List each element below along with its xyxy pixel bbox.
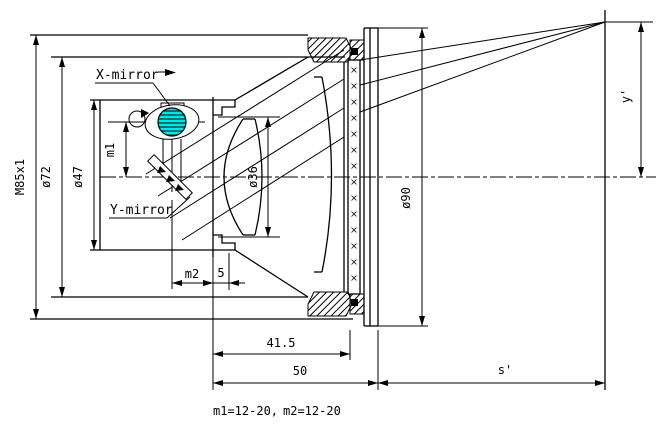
y-mirror-tick-icon bbox=[157, 166, 166, 173]
dimension-d72: ø72 bbox=[39, 57, 65, 297]
retaining-ring-top bbox=[307, 37, 353, 63]
x-mirror-label: X-mirror bbox=[96, 68, 159, 83]
y-mirror-tick-icon bbox=[166, 175, 175, 182]
y-mirror-label: Y-mirror bbox=[110, 203, 173, 218]
beam-direction-arrow-icon bbox=[165, 69, 176, 76]
note-mirror-distances: m1=12-20, m2=12-20 bbox=[213, 404, 341, 418]
dimension-d47: ø47 bbox=[71, 100, 97, 250]
x-mirror-assembly bbox=[128, 102, 200, 140]
dim-label-41-5: 41.5 bbox=[267, 336, 296, 350]
y-mirror-assembly bbox=[147, 154, 193, 200]
glass-hatch-marks bbox=[351, 67, 357, 281]
lens-element-1 bbox=[223, 118, 263, 236]
lens-element-2 bbox=[314, 62, 345, 292]
o-ring-top bbox=[351, 48, 358, 55]
dim-label-y-prime: y' bbox=[619, 89, 633, 103]
dimension-s-prime: s' bbox=[378, 363, 605, 386]
mounting-flange bbox=[307, 27, 379, 327]
dim-label-m85x1: M85x1 bbox=[13, 159, 27, 195]
dimension-d90: ø90 bbox=[378, 27, 428, 327]
rotation-arrowhead-icon bbox=[141, 109, 149, 118]
dimension-m1: m1 bbox=[103, 122, 129, 177]
o-ring-bottom bbox=[351, 299, 358, 306]
dimension-d36: ø36 bbox=[218, 116, 280, 238]
barrel-outline bbox=[30, 34, 353, 320]
dimension-50: 50 bbox=[213, 330, 379, 390]
x-mirror-face bbox=[157, 107, 187, 137]
x-mirror-callout: X-mirror bbox=[95, 68, 176, 107]
note-m2: m2=12-20 bbox=[283, 404, 341, 418]
dim-label-5: 5 bbox=[217, 266, 224, 280]
x-mirror-hatch bbox=[158, 110, 186, 136]
scan-head-box bbox=[90, 97, 236, 257]
dim-label-m2: m2 bbox=[185, 267, 199, 281]
dim-label-s-prime: s' bbox=[498, 363, 512, 377]
dimension-y-prime: y' bbox=[619, 22, 644, 177]
dim-label-d90: ø90 bbox=[399, 187, 413, 209]
dim-label-d72: ø72 bbox=[39, 166, 53, 188]
dim-label-50: 50 bbox=[293, 364, 307, 378]
dimension-gap5: 5 bbox=[197, 253, 245, 290]
note-m1: m1=12-20, bbox=[213, 404, 278, 418]
y-mirror-tick-icon bbox=[175, 184, 184, 191]
dimension-41-5: 41.5 bbox=[213, 330, 351, 360]
retaining-ring-bottom bbox=[307, 291, 353, 317]
y-mirror-callout: Y-mirror bbox=[109, 196, 191, 219]
dimension-thread-m85: M85x1 bbox=[13, 35, 39, 319]
dim-label-m1: m1 bbox=[103, 143, 117, 157]
image-plane bbox=[604, 10, 653, 390]
dim-label-d47: ø47 bbox=[71, 166, 85, 188]
x-mirror-rotation-indicator bbox=[128, 110, 146, 128]
beam-rays bbox=[145, 21, 606, 241]
dim-label-d36: ø36 bbox=[246, 166, 260, 188]
